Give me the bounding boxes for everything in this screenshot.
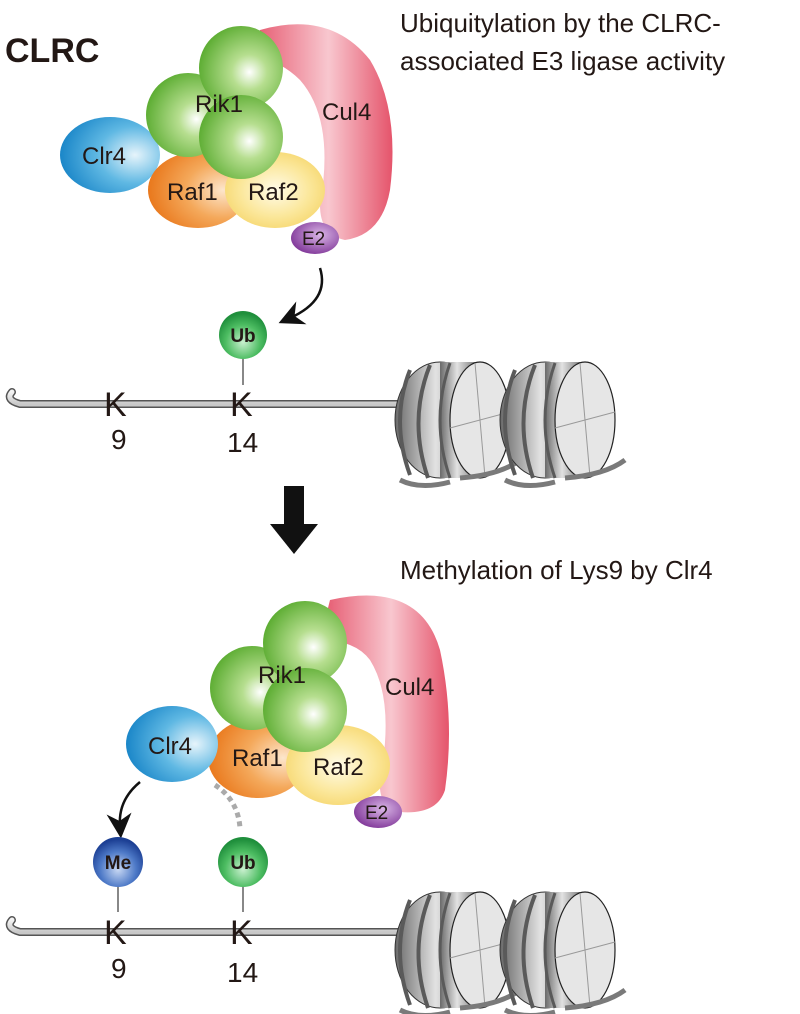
residue-number-9-bottom: 9	[111, 953, 127, 984]
step2-caption: Methylation of Lys9 by Clr4	[400, 555, 713, 585]
methyl-label: Me	[105, 853, 131, 874]
clr4-protein-bottom	[126, 706, 218, 782]
clr4-label: Clr4	[82, 143, 126, 170]
cul4-protein-bottom	[320, 595, 449, 813]
rik1-sphere-top	[199, 26, 283, 110]
rik1-sphere-top-bottom	[263, 601, 347, 685]
e2-label-bottom: E2	[365, 803, 388, 824]
nucleosome-bottom-2	[500, 892, 625, 1014]
raf2-label-bottom: Raf2	[313, 754, 364, 781]
nucleosome-top-2	[500, 362, 625, 486]
rik1-label: Rik1	[195, 91, 243, 118]
cul4-label-bottom: Cul4	[385, 674, 434, 701]
raf1-label-bottom: Raf1	[232, 745, 283, 772]
residue-number-14-bottom: 14	[227, 957, 258, 988]
step1-caption-line1: Ubiquitylation by the CLRC-	[400, 8, 721, 38]
clr4-protein	[60, 117, 160, 193]
methyl-group	[93, 837, 143, 887]
ub-recognition-dotted-line	[213, 782, 243, 829]
ubiquitin-bottom-label: Ub	[230, 853, 255, 874]
lysine-14-bottom: K	[230, 914, 253, 952]
histone-tail-bottom	[5, 916, 428, 944]
methylation-arrow	[106, 781, 141, 839]
raf1-label: Raf1	[167, 179, 218, 206]
cul4-protein	[250, 24, 393, 241]
histone-tail-top	[5, 388, 428, 416]
rik1-label-bottom: Rik1	[258, 662, 306, 689]
ubiquitin-bottom	[218, 837, 268, 887]
raf2-label: Raf2	[248, 179, 299, 206]
e2-protein-bottom	[354, 796, 402, 828]
rik1-sphere-bottom	[199, 95, 283, 179]
ubiquitin-transfer-arrow	[278, 267, 324, 325]
lysine-14-top: K	[230, 386, 253, 424]
complex-title: CLRC	[5, 32, 99, 70]
rik1-sphere-bottom-bottom	[263, 668, 347, 752]
residue-number-14-top: 14	[227, 427, 258, 458]
process-arrow	[270, 486, 318, 554]
ubiquitin-top	[219, 311, 267, 359]
clrc-complex-top: Cul4 Clr4 Rik1 Raf1 Raf2 E2	[60, 24, 393, 254]
lysine-9-top: K	[104, 386, 127, 424]
residue-number-9-top: 9	[111, 424, 127, 455]
clr4-label-bottom: Clr4	[148, 733, 192, 760]
step1-caption-line2: associated E3 ligase activity	[400, 46, 725, 76]
cul4-label: Cul4	[322, 99, 371, 126]
e2-label: E2	[302, 229, 325, 250]
e2-protein	[291, 222, 339, 254]
clrc-complex-bottom: Cul4 Rik1 Clr4 Raf1 Raf2 E2	[126, 595, 449, 828]
lysine-9-bottom: K	[104, 914, 127, 952]
ubiquitin-top-label: Ub	[230, 326, 255, 347]
